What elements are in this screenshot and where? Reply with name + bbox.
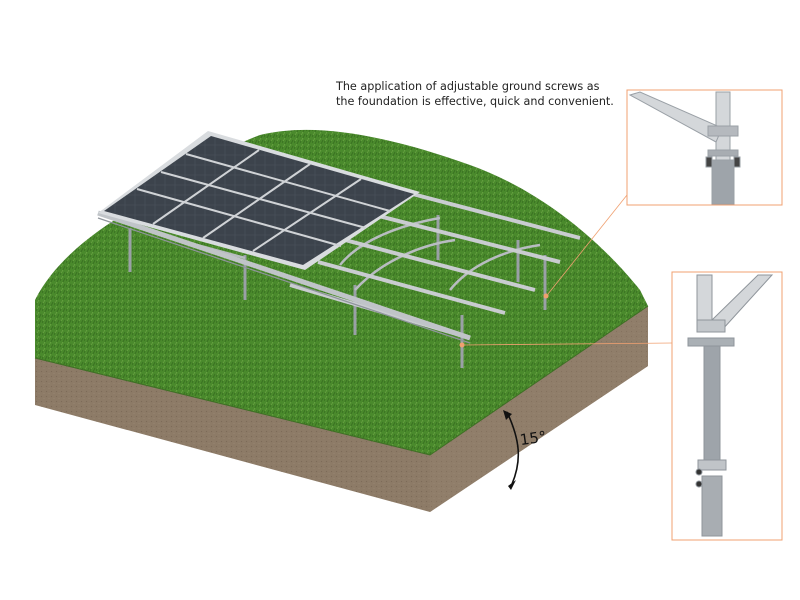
slope-angle-label: 15° <box>519 428 548 450</box>
callout-leader-upper <box>547 194 628 295</box>
caption-text: The application of adjustable ground scr… <box>336 79 626 109</box>
caption-line-1: The application of adjustable ground scr… <box>336 80 600 93</box>
panel-surface <box>104 136 414 265</box>
soil-front-face <box>35 358 430 512</box>
mounting-structure <box>97 190 581 368</box>
ground-screw-posts <box>128 215 547 368</box>
front-beam <box>97 210 471 341</box>
slope-angle-indicator: 15° <box>503 410 548 490</box>
callout-point-lower <box>459 342 465 348</box>
callout-leader-lower <box>463 342 673 346</box>
detail-box-ground-screw <box>671 271 783 541</box>
callout-point-upper <box>543 293 549 299</box>
detail-box-bracket <box>626 89 783 206</box>
callout-markers <box>459 194 673 348</box>
solar-panel-array <box>98 131 420 270</box>
caption-line-2: the foundation is effective, quick and c… <box>336 95 614 108</box>
